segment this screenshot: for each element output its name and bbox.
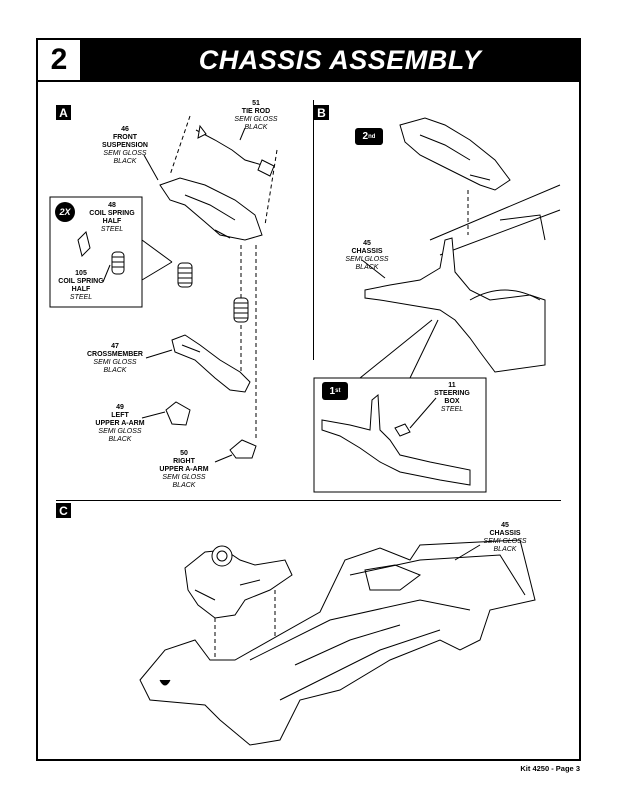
part-number: 47 — [111, 343, 119, 350]
chassis-c-label: 45 CHASSIS SEMI GLOSS BLACK — [480, 522, 530, 554]
badge-second-suffix: nd — [368, 133, 376, 140]
part-name-line2: UPPER A-ARM — [159, 466, 209, 473]
page-footer: Kit 4250 - Page 3 — [520, 764, 580, 773]
tie-rod-part — [195, 124, 275, 177]
part-number: 45 — [363, 240, 371, 247]
part-number: 51 — [252, 100, 260, 107]
part-finish: SEMI GLOSS — [103, 150, 147, 157]
right-upper-a-arm-label: 50 RIGHT UPPER A-ARM SEMI GLOSS BLACK — [150, 450, 218, 490]
badge-first-number: 1 — [329, 385, 336, 397]
part-name: COIL SPRING — [58, 278, 104, 285]
part-number: 45 — [501, 522, 509, 529]
part-finish-line2: BLACK — [493, 546, 517, 553]
part-finish: STEEL — [69, 294, 93, 301]
front-suspension-part — [159, 177, 263, 241]
part-finish-line2: BLACK — [113, 158, 137, 165]
engine-transmission-part — [184, 545, 293, 619]
part-finish-line2: BLACK — [355, 264, 379, 271]
crossmember-label: 47 CROSSMEMBER SEMI GLOSS BLACK — [82, 343, 148, 375]
part-finish: STEEL — [440, 406, 464, 413]
part-name-line2: HALF — [71, 286, 91, 293]
part-name: RIGHT — [173, 458, 195, 465]
section-b-label: B — [314, 105, 329, 120]
part-name: FRONT — [112, 134, 138, 141]
quantity-badge-2x: 2X — [55, 202, 75, 222]
page-title: CHASSIS ASSEMBLY — [198, 44, 482, 75]
part-name: CROSSMEMBER — [86, 351, 143, 358]
part-number: 49 — [116, 404, 124, 411]
right-upper-a-arm-part — [229, 439, 257, 459]
coil-spring-105-label: 105 COIL SPRING HALF STEEL — [52, 270, 110, 302]
tie-rod-label: 51 TIE ROD SEMI GLOSS BLACK — [228, 100, 284, 132]
part-number: 105 — [75, 270, 87, 277]
part-finish: SEMI GLOSS — [345, 256, 389, 263]
part-number: 46 — [121, 126, 129, 133]
part-number: 50 — [180, 450, 188, 457]
part-name: CHASSIS — [351, 248, 383, 255]
part-name: COIL SPRING — [89, 210, 135, 217]
coil-springs — [177, 262, 249, 323]
chassis-frame-section-c — [139, 539, 536, 746]
suspension-assembled-part — [399, 117, 511, 191]
left-upper-a-arm-part — [165, 401, 191, 426]
step-header-bar — [36, 38, 581, 82]
section-divider-horizontal — [56, 500, 561, 501]
crossmember-part — [171, 334, 251, 393]
part-finish: STEEL — [100, 226, 124, 233]
part-name: TIE ROD — [241, 108, 271, 115]
part-finish: SEMI GLOSS BLACK — [162, 474, 206, 489]
part-finish: SEMI GLOSS BLACK — [234, 116, 278, 131]
section-divider-vertical — [313, 100, 314, 360]
part-name: CHASSIS — [489, 530, 521, 537]
part-finish: SEMI GLOSS BLACK — [93, 359, 137, 374]
part-name-line2: BOX — [444, 398, 460, 405]
section-a-label: A — [56, 105, 71, 120]
chassis-front-section-b — [364, 184, 561, 373]
part-finish: SEMI GLOSS — [483, 538, 527, 545]
left-upper-a-arm-label: 49 LEFT UPPER A-ARM SEMI GLOSS BLACK — [86, 404, 154, 444]
part-name: STEERING — [434, 390, 470, 397]
chassis-b-label: 45 CHASSIS SEMI GLOSS BLACK — [342, 240, 392, 272]
part-number: 48 — [108, 202, 116, 209]
badge-second-number: 2 — [362, 131, 369, 142]
part-finish: SEMI GLOSS BLACK — [98, 428, 142, 443]
section-c-label: C — [56, 503, 71, 518]
part-name: LEFT — [111, 412, 129, 419]
part-name-line2: UPPER A-ARM — [95, 420, 145, 427]
steering-box-label: 11 STEERING BOX STEEL — [428, 382, 476, 414]
part-name-line2: HALF — [102, 218, 122, 225]
step-number: 2 — [38, 40, 80, 80]
part-number: 11 — [448, 382, 456, 389]
front-suspension-label: 46 FRONT SUSPENSION SEMI GLOSS BLACK — [98, 126, 152, 166]
part-name-line2: SUSPENSION — [102, 142, 148, 149]
badge-first-suffix: st — [335, 388, 341, 394]
coil-spring-48-label: 48 COIL SPRING HALF STEEL — [84, 202, 140, 234]
